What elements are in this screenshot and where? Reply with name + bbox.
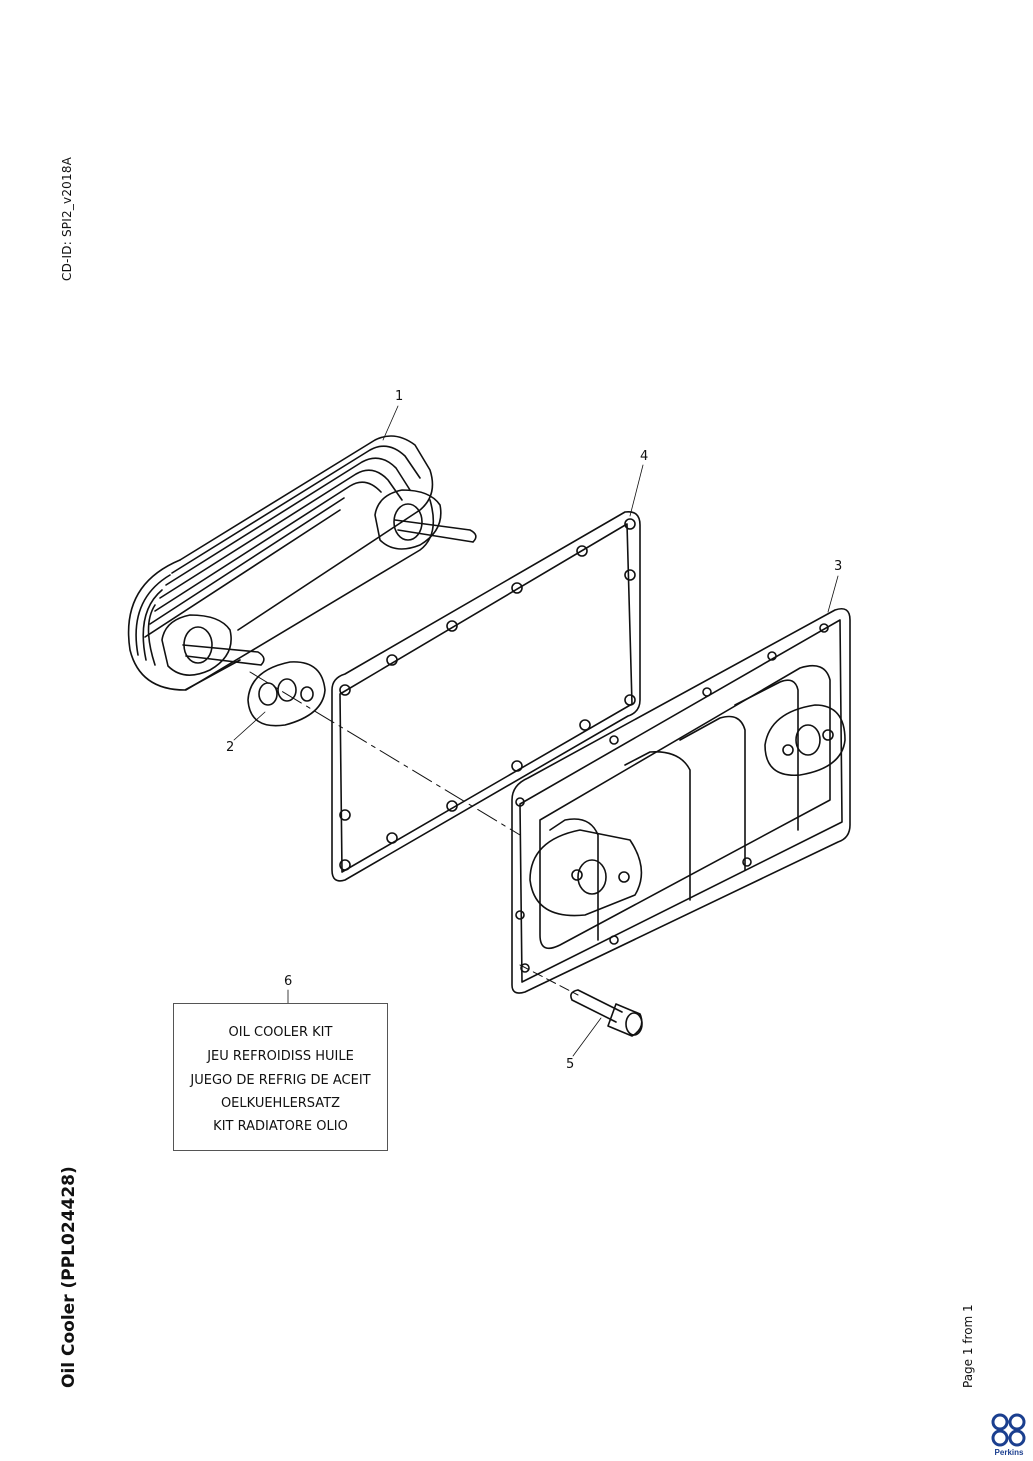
- part-oil-cooler: [127, 435, 477, 691]
- kit-description-box: OIL COOLER KIT JEU REFROIDISS HUILE JUEG…: [173, 1003, 388, 1151]
- callout-5: 5: [566, 1057, 575, 1072]
- kit-line-de: OELKUEHLERSATZ: [220, 1096, 341, 1111]
- callout-4: 4: [640, 449, 649, 464]
- callout-3: 3: [834, 559, 843, 574]
- perkins-logo-icon: [991, 1413, 1026, 1447]
- callout-2: 2: [226, 740, 235, 755]
- brand-name: Perkins: [994, 1448, 1024, 1457]
- kit-line-en: OIL COOLER KIT: [228, 1025, 333, 1040]
- part-cover-plate: [511, 607, 851, 994]
- callout-6: 6: [284, 974, 293, 989]
- part-bolt: [570, 989, 643, 1037]
- part-large-gasket: [331, 510, 641, 882]
- callout-1: 1: [395, 389, 404, 404]
- kit-line-fr: JEU REFROIDISS HUILE: [207, 1049, 354, 1064]
- kit-line-it: KIT RADIATORE OLIO: [213, 1119, 348, 1134]
- kit-line-es: JUEGO DE REFRIG DE ACEIT: [190, 1073, 371, 1088]
